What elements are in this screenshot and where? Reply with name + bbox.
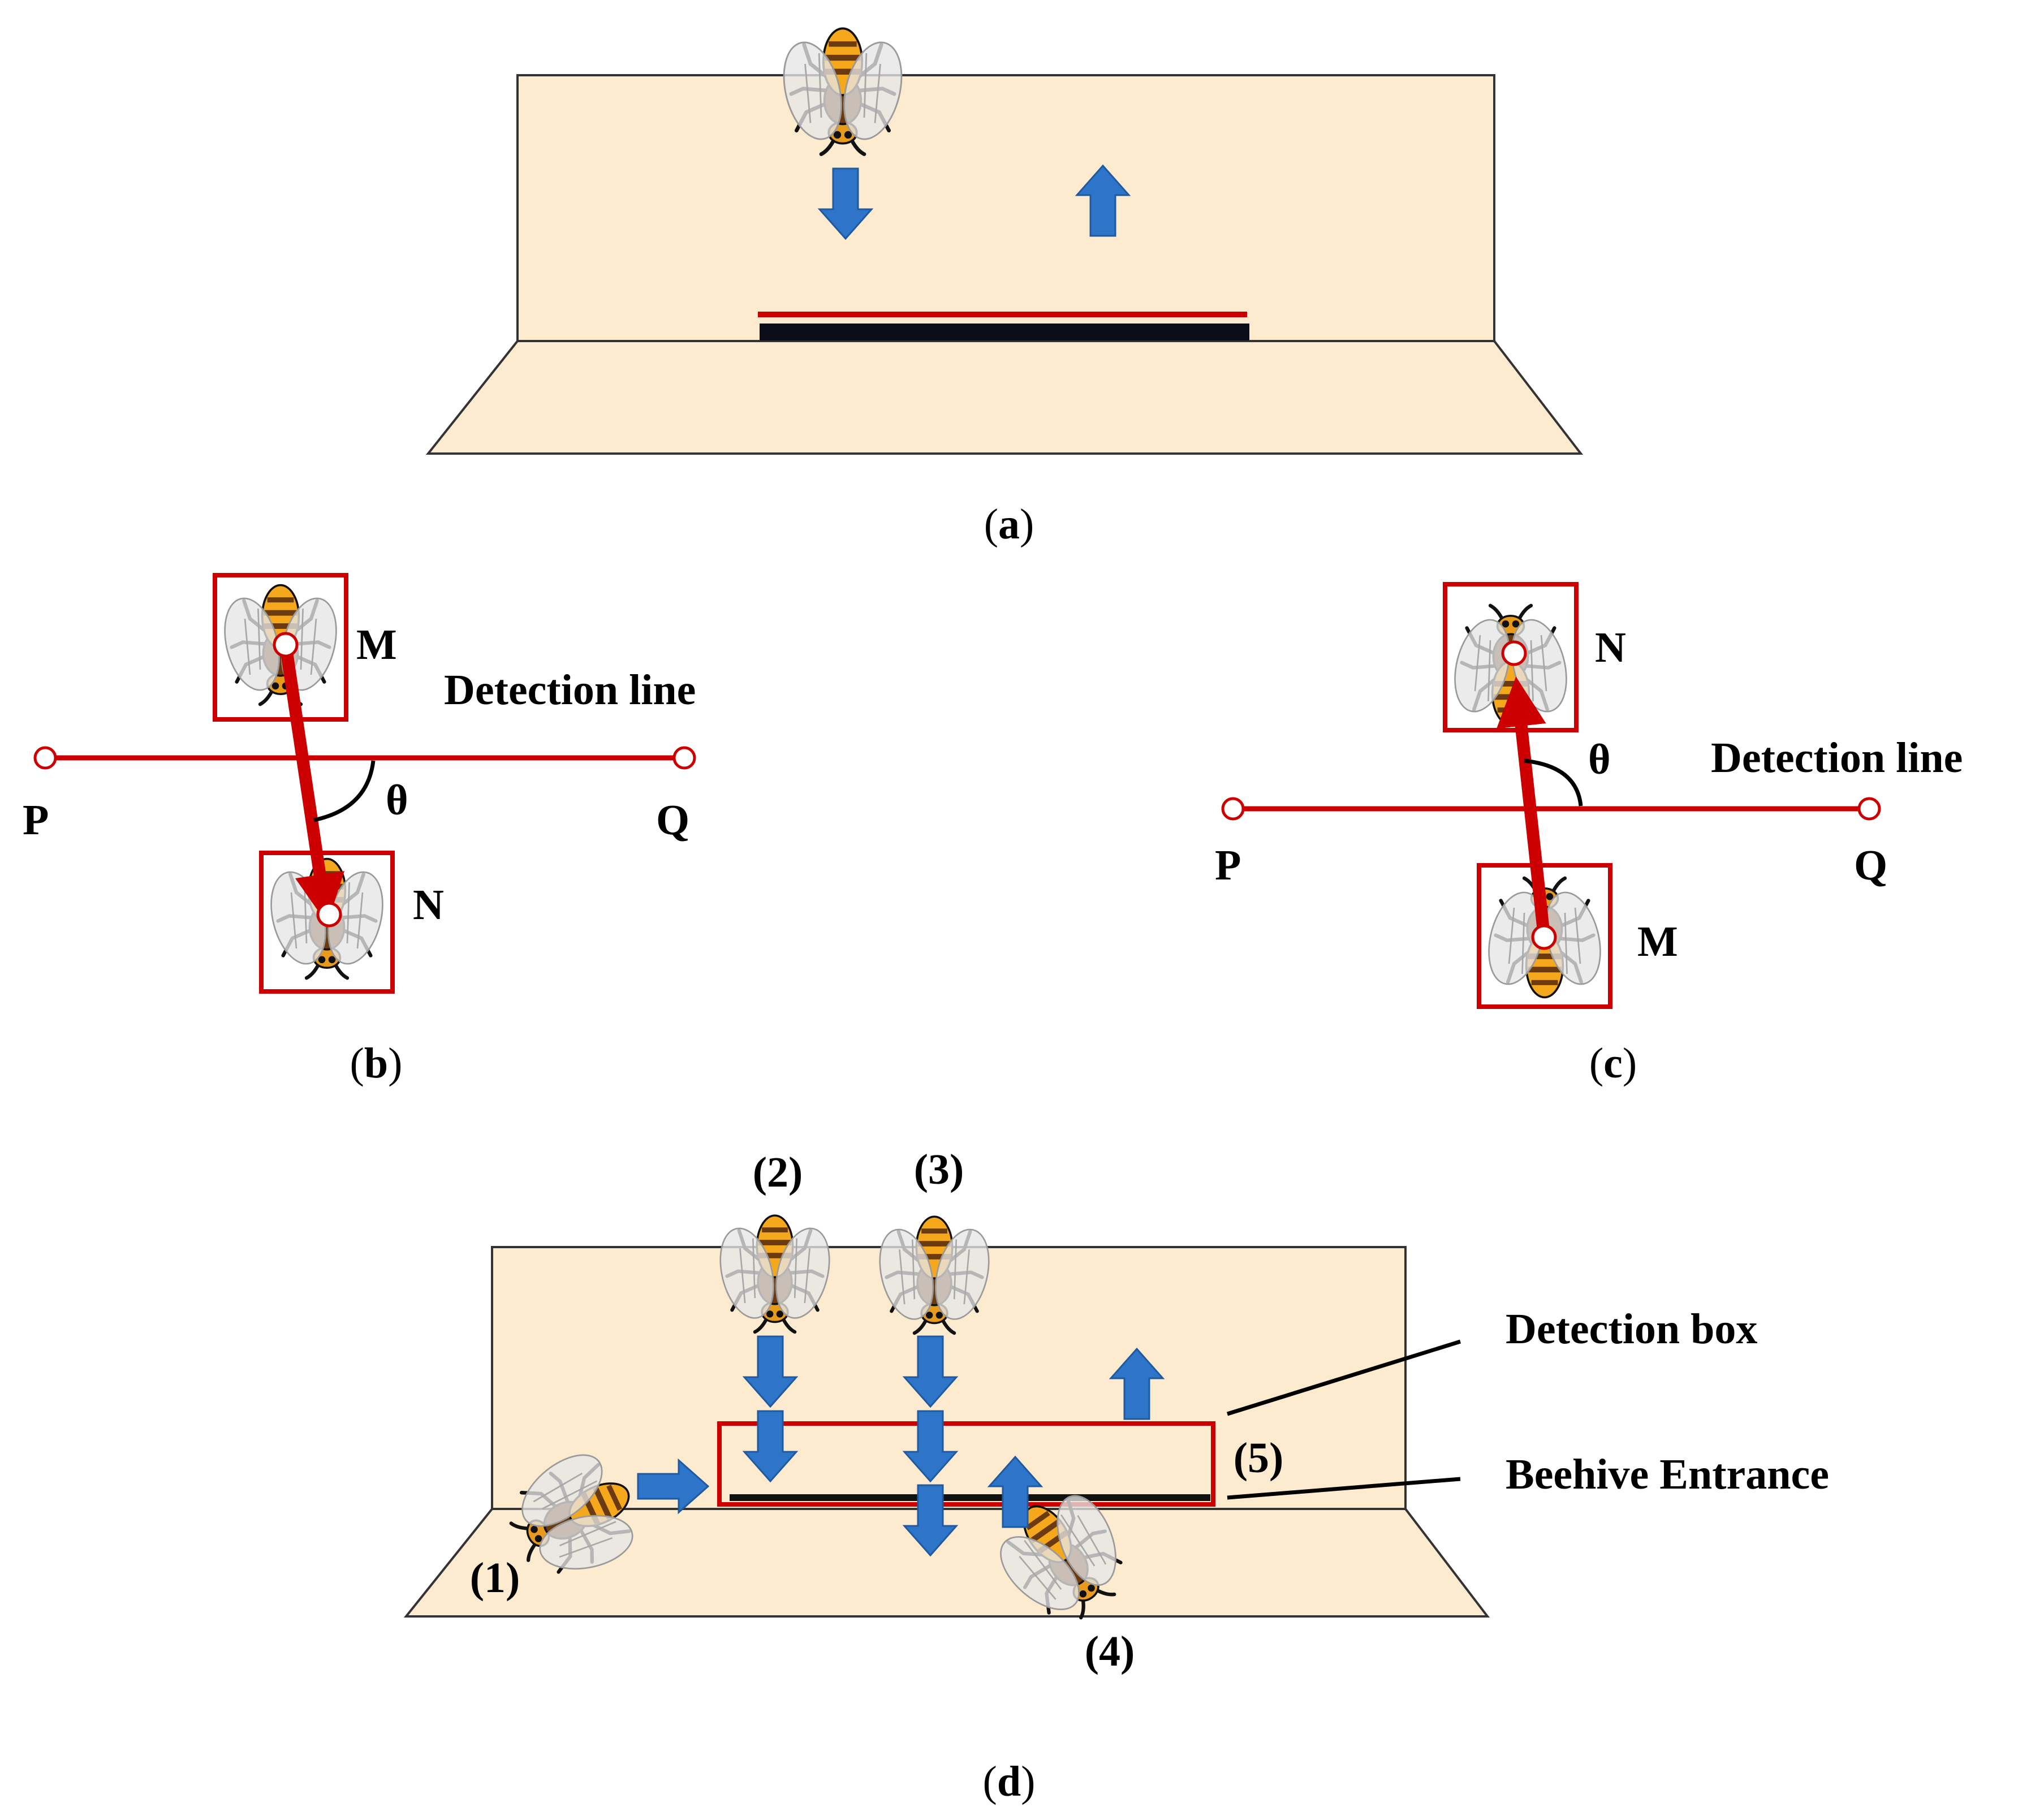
- caption-a: (a): [984, 501, 1034, 548]
- angle-label: θ: [386, 777, 408, 824]
- caption-d: (d): [983, 1758, 1036, 1805]
- panel-c: P Q Detection line θ N M (c): [1215, 582, 1963, 1087]
- trajectory-arrow: [1496, 676, 1550, 937]
- entrance-leader: [1227, 1477, 1461, 1500]
- end-point-n: [1501, 640, 1527, 666]
- label-n: N: [1595, 624, 1626, 671]
- case-label-1: (1): [470, 1554, 520, 1602]
- point-p-marker: [33, 746, 57, 770]
- hive-front-wall: [516, 74, 1495, 342]
- start-point-m: [273, 632, 299, 658]
- point-q-marker: [672, 746, 696, 770]
- end-point-n: [316, 902, 342, 928]
- label-m: M: [1637, 918, 1678, 965]
- entrance-label: Beehive Entrance: [1506, 1451, 1829, 1498]
- start-point-m: [1531, 924, 1557, 950]
- case-label-5: (5): [1234, 1434, 1284, 1482]
- panel-b: P Q Detection line θ M N (b): [23, 573, 696, 1087]
- label-m: M: [356, 621, 397, 669]
- detection-box-label: Detection box: [1506, 1305, 1757, 1353]
- label-q: Q: [1854, 842, 1887, 889]
- detection-line-label: Detection line: [1711, 734, 1963, 782]
- label-q: Q: [656, 796, 689, 844]
- panel-a: (a): [425, 28, 1584, 548]
- angle-arc: [313, 760, 376, 822]
- angle-arc: [1524, 758, 1583, 807]
- angle-label: θ: [1588, 736, 1611, 783]
- panel-d: Detection box Beehive Entrance (2) (3) (…: [403, 1146, 1829, 1805]
- label-n: N: [413, 881, 444, 929]
- case-label-4: (4): [1085, 1628, 1135, 1675]
- label-p: P: [1215, 842, 1241, 889]
- hive-landing-board: [403, 1508, 1490, 1618]
- case-label-2: (2): [753, 1149, 803, 1196]
- detection-box: [717, 1421, 1215, 1507]
- hive-entrance: [760, 324, 1249, 340]
- label-p: P: [23, 796, 49, 844]
- hive-landing-board: [425, 340, 1584, 455]
- caption-b: (b): [350, 1040, 403, 1087]
- trajectory-arrow: [279, 644, 345, 924]
- point-q-marker: [1857, 797, 1881, 821]
- detection-line-label: Detection line: [444, 666, 696, 714]
- point-p-marker: [1221, 797, 1245, 821]
- case-label-3: (3): [914, 1146, 964, 1193]
- detection-box-leader: [1226, 1339, 1461, 1416]
- caption-c: (c): [1589, 1040, 1637, 1087]
